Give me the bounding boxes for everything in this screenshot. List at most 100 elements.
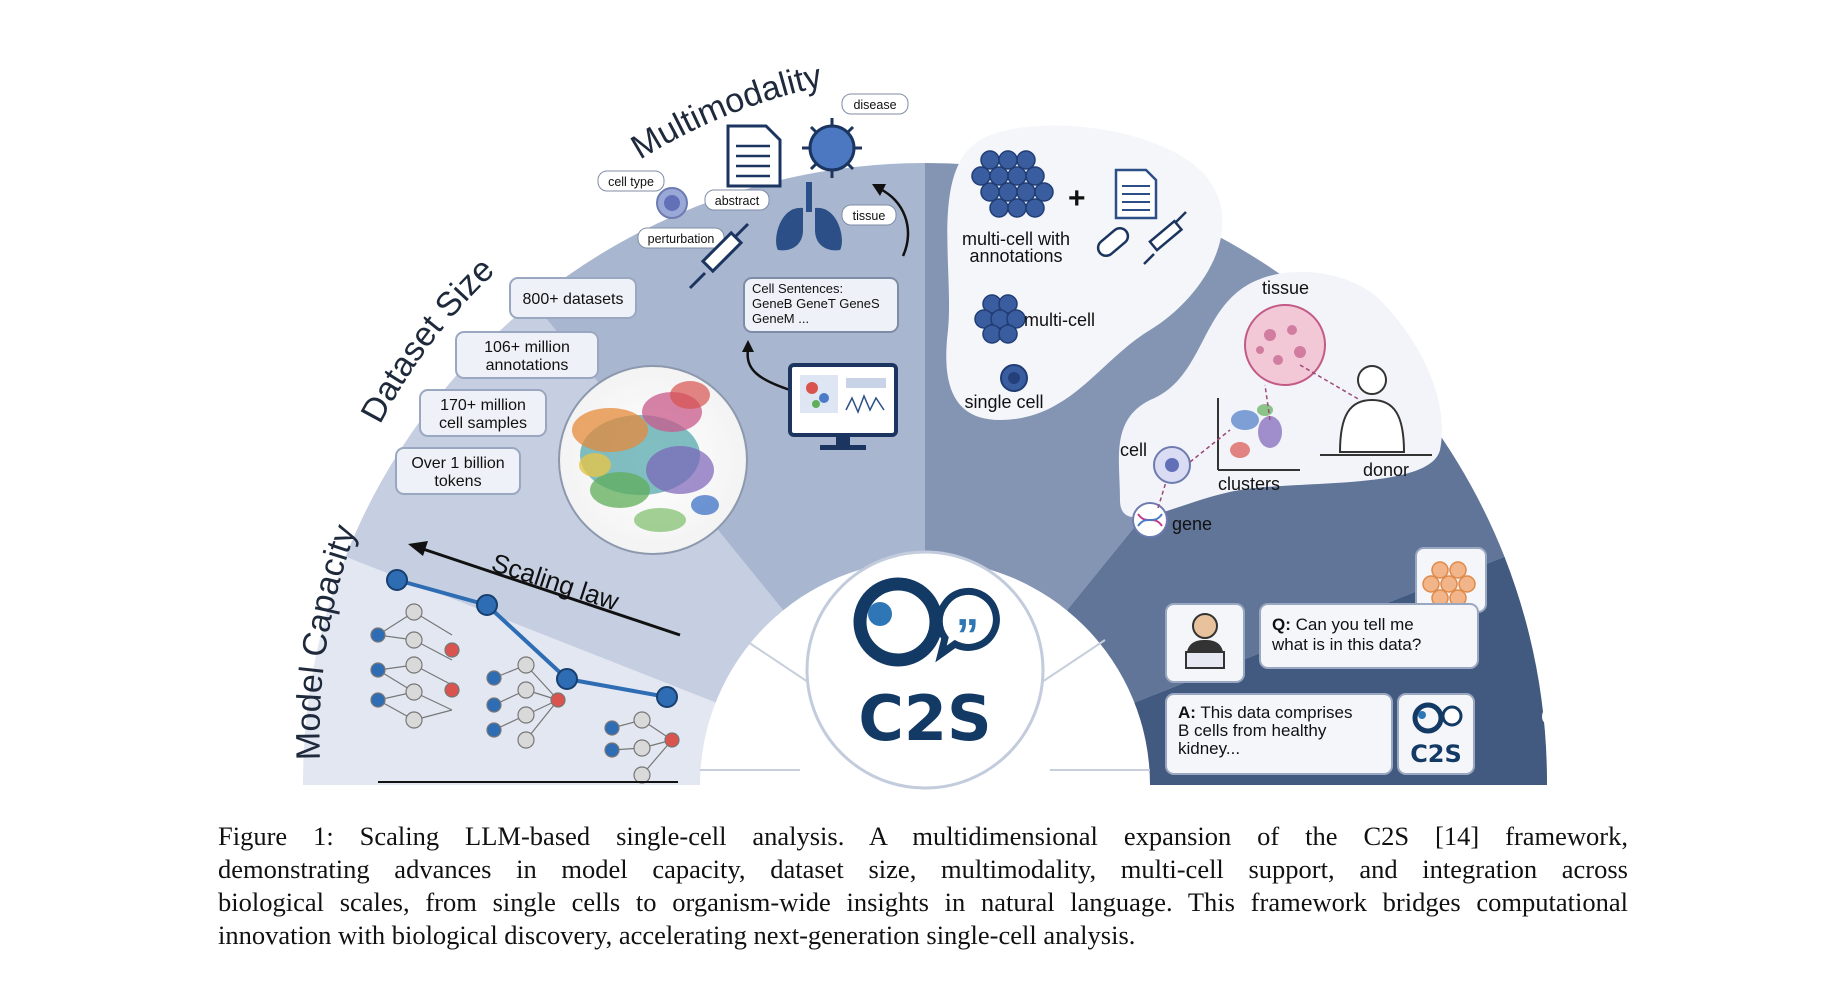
arrow-head-icon xyxy=(408,541,428,556)
cell-image-box xyxy=(1415,547,1487,613)
tag-tissue-label: tissue xyxy=(853,209,886,223)
tag-disease: disease xyxy=(841,93,909,115)
donor-silhouette-icon xyxy=(1338,365,1406,453)
center-hub: ” C2S xyxy=(700,550,1150,790)
user-avatar-icon xyxy=(1192,613,1218,639)
badge-annotations-line2: annotations xyxy=(486,357,569,374)
badge-annotations-line1: 106+ million xyxy=(484,339,570,356)
arrow-head-icon xyxy=(872,184,886,196)
caption-line: biological scales, from single cells to … xyxy=(218,887,1628,917)
dna-icon xyxy=(1132,502,1168,538)
figure-caption: Figure 1: Scaling LLM-based single-cell … xyxy=(218,820,1628,952)
clusters-label: clusters xyxy=(1218,474,1280,494)
tissue-label: tissue xyxy=(1262,278,1309,298)
dataset-size-panel: 800+ datasets 106+ million annotations 1… xyxy=(395,277,748,555)
pill-icon xyxy=(1096,226,1130,258)
multimodality-title: Multimodality xyxy=(625,57,825,167)
tag-cell-type-label: cell type xyxy=(608,175,654,189)
scales-blob xyxy=(1118,271,1442,518)
multi-cell-cluster-icon xyxy=(971,150,1054,218)
tag-abstract-label: abstract xyxy=(715,194,760,208)
lungs-icon xyxy=(776,182,842,251)
answer-line1: A: This data comprises xyxy=(1178,703,1352,722)
donor-label: donor xyxy=(1363,460,1409,480)
user-avatar-box xyxy=(1165,603,1245,683)
single-cell-icon xyxy=(1000,364,1028,392)
tag-tissue: tissue xyxy=(841,204,897,226)
c2s-framework-figure: ” C2S Model Capacity Dataset Size Multim… xyxy=(289,57,1548,790)
badge-datasets: 800+ datasets xyxy=(509,277,637,319)
tissue-icon xyxy=(1244,304,1326,386)
multimodality-panel: disease cell type abstract tissue pertur… xyxy=(597,93,910,450)
syringe-icon xyxy=(688,222,750,290)
badge-cell-samples-line1: 170+ million xyxy=(440,397,526,414)
logo-dot-icon xyxy=(868,602,892,626)
document-icon xyxy=(726,124,782,188)
plus-sign: + xyxy=(1068,182,1086,215)
cluster-plot-icon xyxy=(1217,398,1300,471)
cell-type-icon xyxy=(656,187,688,219)
logo-ring-icon xyxy=(1412,702,1444,734)
c2s-small-logo-box: C2S xyxy=(1397,693,1475,775)
scaling-point-icon xyxy=(556,668,578,690)
cell-sentences-line3: GeneM ... xyxy=(752,311,809,326)
small-logo-text: C2S xyxy=(1410,740,1462,768)
curved-arrow-icon xyxy=(877,186,910,257)
badge-tokens-line1: Over 1 billion xyxy=(411,455,504,472)
cell-label: cell xyxy=(1120,440,1147,460)
answer-line3: kidney... xyxy=(1178,739,1240,758)
answer-bubble: A: This data comprises B cells from heal… xyxy=(1165,693,1393,775)
question-bubble: Q: Can you tell me what is in this data? xyxy=(1259,603,1479,669)
tag-perturbation: perturbation xyxy=(637,227,725,249)
badge-tokens: Over 1 billion tokens xyxy=(395,447,521,495)
logo-speech-bubble-icon xyxy=(935,587,1000,663)
badge-tokens-line2: tokens xyxy=(434,473,481,490)
tag-disease-label: disease xyxy=(853,98,896,112)
arrow-head-icon xyxy=(742,340,754,352)
scaling-point-icon xyxy=(656,686,678,708)
context-diversity-panel: + multi-cell with annotations multi-cell… xyxy=(946,125,1223,420)
badge-datasets-text: 800+ datasets xyxy=(523,291,624,308)
badge-cell-samples-line2: cell samples xyxy=(439,415,527,432)
answer-line2: B cells from healthy xyxy=(1178,721,1327,740)
caption-line: demonstrating advances in model capacity… xyxy=(218,854,1628,884)
small-network-icon xyxy=(604,711,680,784)
scaling-arrow-icon xyxy=(419,546,681,637)
scaling-curve-icon xyxy=(396,578,668,699)
badge-annotations: 106+ million annotations xyxy=(455,331,599,379)
cell-sentences-line1: Cell Sentences: xyxy=(752,281,843,296)
logo-dot-icon xyxy=(1418,711,1426,719)
monitor-icon xyxy=(788,363,898,450)
small-cluster-icon xyxy=(974,294,1026,344)
umap-embedding-icon xyxy=(558,365,748,555)
tag-abstract: abstract xyxy=(704,189,770,211)
laptop-icon xyxy=(1185,651,1225,669)
cell-sentences-box: Cell Sentences: GeneB GeneT GeneS GeneM … xyxy=(743,277,899,333)
syringe-icon xyxy=(1143,211,1187,265)
logo-text: C2S xyxy=(858,682,991,755)
multi-cell-annotations-line1: multi-cell with xyxy=(962,229,1070,249)
cell-diagram-icon xyxy=(1153,446,1191,484)
cell-sentences-line2: GeneB GeneT GeneS xyxy=(752,296,880,311)
document-icon xyxy=(1114,168,1158,220)
gene-label: gene xyxy=(1172,514,1212,534)
scaling-point-icon xyxy=(476,594,498,616)
tag-perturbation-label: perturbation xyxy=(648,232,715,246)
scaling-point-icon xyxy=(386,569,408,591)
logo-quote-icon: ” xyxy=(956,609,979,661)
medium-network-icon xyxy=(486,656,566,749)
question-line2: what is in this data? xyxy=(1271,635,1421,654)
caption-line: Figure 1: Scaling LLM-based single-cell … xyxy=(218,821,1628,851)
multi-cell-annotations-line2: annotations xyxy=(969,246,1062,266)
single-cell-label: single cell xyxy=(964,392,1043,412)
biological-scales-panel: tissue donor clusters cell xyxy=(1118,271,1442,538)
virus-icon xyxy=(802,118,862,178)
large-network-icon xyxy=(370,603,460,729)
caption-line: innovation with biological discovery, ac… xyxy=(218,920,1136,950)
biological-insights-panel: Q: Can you tell me what is in this data?… xyxy=(1165,547,1487,775)
curved-arrow-icon xyxy=(746,349,791,392)
badge-cell-samples: 170+ million cell samples xyxy=(419,389,547,437)
question-line1: Q: Can you tell me xyxy=(1272,615,1414,634)
tag-cell-type: cell type xyxy=(597,170,665,192)
multi-cell-label: multi-cell xyxy=(1024,310,1095,330)
